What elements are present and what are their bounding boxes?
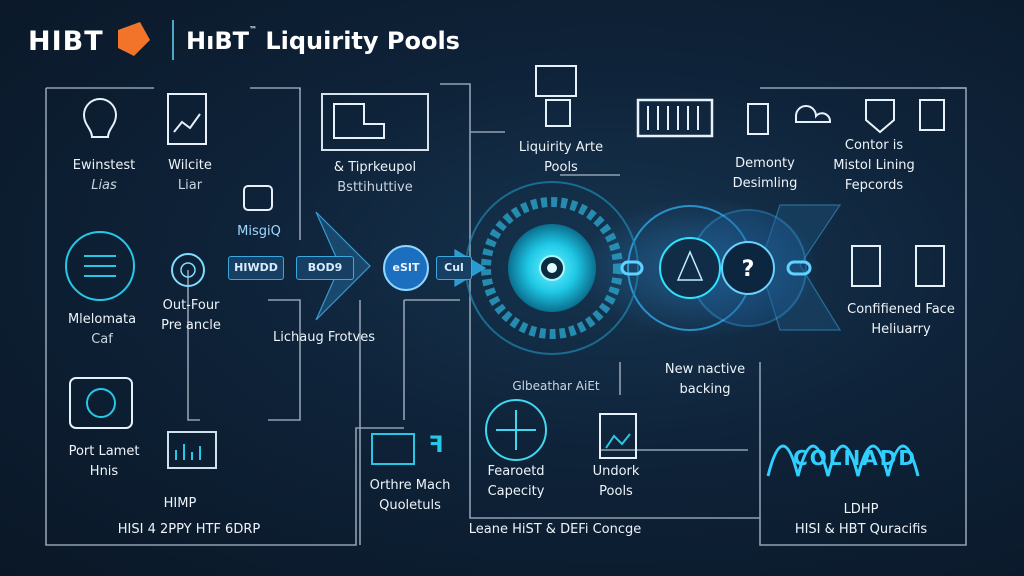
label-himp: HIMP — [163, 496, 197, 511]
squiggle-signal — [766, 444, 920, 477]
label-wilcite: Wilcite — [168, 158, 212, 173]
label-pools-top: Pools — [544, 160, 578, 175]
label-hisi-hibt: HISI & HBT Quracifis — [794, 522, 928, 537]
label-confifiened-face: Confifiened Face — [847, 302, 955, 317]
frame-lines — [45, 83, 967, 546]
label-caf: Caf — [91, 332, 113, 347]
label-new-nactive: New nactive — [664, 362, 746, 377]
label-backing: backing — [679, 382, 731, 397]
icon-set — [65, 65, 945, 469]
label-fearoetd: Fearoetd — [487, 464, 545, 479]
label-pools-bottom: Pools — [599, 484, 633, 499]
label-mistol-lining: Mistol Lining — [833, 158, 915, 173]
label-tiprkeupol: & Tiprkeupol — [333, 160, 417, 175]
title-prefix: HıBT — [186, 27, 249, 55]
page-title: HıBT™ Liquirity Pools — [186, 25, 460, 55]
label-fepcords: Fepcords — [844, 178, 904, 193]
brand-logo: HIBT — [28, 26, 104, 57]
label-misgiq: MisgiQ — [237, 224, 281, 239]
header-divider — [172, 20, 174, 60]
title-superscript: ™ — [248, 25, 257, 34]
title-main: Liquirity Pools — [265, 27, 460, 55]
tag-esit: eSIT — [392, 261, 420, 274]
label-hisi-line: HISI 4 2PPY HTF 6DRP — [117, 522, 261, 537]
label-liquidity-arte: Liquirity Arte — [518, 140, 604, 155]
label-orthre-mach: Orthre Mach — [369, 478, 451, 493]
label-lichaug-frotves: Lichaug Frotves — [273, 330, 375, 345]
tag-hiwdd: HIWDD — [228, 256, 284, 280]
label-bstihuttive: Bsttihuttive — [337, 180, 413, 195]
label-liar: Liar — [177, 178, 203, 193]
label-desimling: Desimling — [732, 176, 798, 191]
label-ldhp: LDHP — [843, 502, 879, 517]
tag-bod9: BOD9 — [296, 256, 354, 280]
label-f-mark: ꟻ — [428, 433, 444, 458]
label-capecity: Capecity — [487, 484, 545, 499]
label-undork: Undork — [592, 464, 640, 479]
label-out-four: Out-Four — [162, 298, 220, 313]
label-quoletuls: Quoletuls — [379, 498, 441, 513]
label-heliuarry: Heliuarry — [871, 322, 931, 337]
label-core-caption: Glbeathar AiEt — [512, 379, 600, 393]
label-contor-is: Contor is — [844, 138, 904, 153]
label-demonty: Demonty — [735, 156, 795, 171]
logo-mark — [118, 22, 150, 56]
label-leane-line: Leane HiST & DEFi Concge — [468, 522, 642, 537]
label-port-lamet: Port Lamet — [68, 444, 140, 459]
label-hnis: Hnis — [89, 464, 119, 479]
tag-cul: Cul — [436, 256, 472, 280]
svg-text:?: ? — [742, 257, 755, 282]
label-pre-ancle: Pre ancle — [161, 318, 221, 333]
label-melomata: Mlelomata — [67, 312, 137, 327]
label-ewinstest: Ewinstest — [72, 158, 136, 173]
label-colnadd: COLNADD — [793, 446, 917, 470]
label-lias: Lias — [91, 178, 117, 193]
